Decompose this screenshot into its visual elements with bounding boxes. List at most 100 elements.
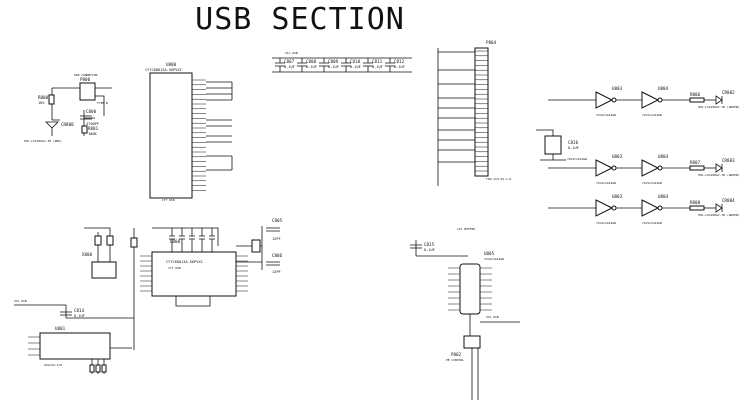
inverter-bubble [657, 205, 663, 211]
p802-leads [471, 348, 479, 400]
ref-u803: U803 [612, 86, 623, 91]
crystal-body [251, 239, 261, 253]
bank-cap-symbol [363, 58, 373, 72]
buffer-gate-2 [641, 199, 660, 217]
bank-cap-ref: C809 [328, 59, 339, 64]
lower-mini-cap [189, 228, 195, 252]
bank-cap-ref: C811 [372, 59, 383, 64]
bank-cap-symbol [319, 58, 329, 72]
mcu-u800: U800 CY7C68013A-56PVXC CY7 USB [145, 62, 233, 202]
lower-bus-wires [84, 227, 219, 310]
eeprom-bus-wire [110, 310, 135, 350]
buffer-gate-1 [595, 199, 614, 217]
u805-bus-label: LVC BUFFER [457, 227, 475, 231]
ref-u804: U804 [658, 86, 669, 91]
lower-ground-wire [175, 296, 211, 307]
part-u804: 74LVC1G14GW [642, 221, 662, 225]
inverter-bubble [611, 97, 617, 103]
connector-caption: USB CONNECTOR [74, 73, 98, 77]
inverter-bubble [611, 205, 617, 211]
p802-body [463, 335, 481, 349]
eeprom-jumper [101, 364, 107, 373]
u805-body [459, 263, 481, 315]
ref-r800: R800 [38, 95, 49, 100]
ref-chain-resistor: R808 [690, 200, 701, 205]
lower-cap-row [169, 228, 215, 252]
cap-bus-label: VCC_USB [285, 51, 298, 55]
u802-wires [536, 129, 566, 161]
val-c816: 0.1UF [568, 146, 579, 150]
ref-chain-led: CR803 [722, 158, 735, 163]
eeprom-u801: VCC_USB C814 0.1UF U801 24LC64-I/P [14, 299, 135, 374]
bank-cap-symbol [275, 58, 285, 72]
buffer-gate-2 [641, 159, 660, 177]
part-u801: 24LC64-I/P [44, 363, 62, 367]
inverter-bubble [657, 165, 663, 171]
bank-cap-value: 0.1UF [284, 65, 295, 69]
ref-chain-led: CR802 [722, 90, 735, 95]
ref-u800-lower: U800 [170, 239, 181, 244]
bank-cap-ref: C810 [350, 59, 361, 64]
u805-pins [448, 267, 492, 311]
vcc-usb2-label: VCC_USB [486, 315, 499, 319]
u800-pins [192, 79, 233, 191]
ref-u803: U803 [612, 194, 623, 199]
ref-chain-led: CR804 [722, 198, 735, 203]
u802-body [544, 135, 562, 155]
ref-u804: U804 [658, 154, 669, 159]
inverter-bubble [657, 97, 663, 103]
bank-cap-ref: C812 [394, 59, 405, 64]
sheet-title: USB SECTION [195, 2, 405, 37]
header-p804: P804 TSW-113-23-L-D [437, 40, 511, 186]
u800-sub: CY7 USB [162, 198, 175, 202]
bank-cap-value: 0.1UF [328, 65, 339, 69]
chain-led [715, 163, 723, 173]
u800-lower-pins [140, 255, 248, 292]
ref-u803: U803 [612, 154, 623, 159]
bank-cap-value: 0.1UF [306, 65, 317, 69]
ref-u800: U800 [166, 62, 177, 67]
u801-body [39, 332, 111, 360]
val-c800: 4700PF [86, 122, 99, 126]
bank-cap-ref: C808 [306, 59, 317, 64]
val-c805: 12PF [272, 237, 281, 241]
bank-cap-symbol [341, 58, 351, 72]
u800-body [149, 72, 193, 199]
part-u803: 74LVC1G14GW [596, 181, 616, 185]
chain-resistor [689, 205, 705, 211]
resistor-lower-2 [106, 235, 114, 246]
lower-mini-cap [199, 228, 205, 252]
bank-cap-value: 0.1UF [394, 65, 405, 69]
ref-u801: U801 [55, 326, 66, 331]
cap-bus-rails [272, 57, 412, 73]
ref-c806: C806 [272, 253, 283, 258]
resistor-lower-3 [130, 237, 138, 248]
chain-led [715, 95, 723, 105]
part-u803: 74LVC1G14GW [596, 113, 616, 117]
led-cr800 [45, 121, 59, 129]
lower-mini-cap [169, 228, 175, 252]
resistor-r800 [48, 94, 55, 105]
ref-c805: C805 [272, 218, 283, 223]
part-chain-led: SML-LX1206GC-TR (GREEN) [698, 213, 740, 217]
ref-u804: U804 [658, 194, 669, 199]
cap-c814-plates [60, 311, 72, 316]
chain-led [715, 203, 723, 213]
ref-x800: X800 [82, 252, 93, 257]
sub-u800-lower: CY7 USB [168, 266, 181, 270]
ref-p800: P800 [80, 77, 91, 82]
ref-p804: P804 [486, 40, 497, 45]
eeprom-jumper-row [89, 359, 107, 374]
bank-cap-symbol [297, 58, 307, 72]
buffer-u805-block: LVC BUFFER C815 0.1UF U805 74LVC1G14GW V… [410, 227, 520, 400]
part-u800-lower: CY7C68013A-56PVXC [166, 260, 203, 264]
cap-c800-plates [80, 115, 92, 120]
lower-mini-cap [209, 228, 215, 252]
eeprom-jumper [89, 364, 95, 373]
val-c814: 0.1UF [74, 314, 85, 318]
chain-resistor [689, 97, 705, 103]
eeprom-jumper [95, 364, 101, 373]
part-u802: 74LVC1G14GW [567, 157, 587, 161]
